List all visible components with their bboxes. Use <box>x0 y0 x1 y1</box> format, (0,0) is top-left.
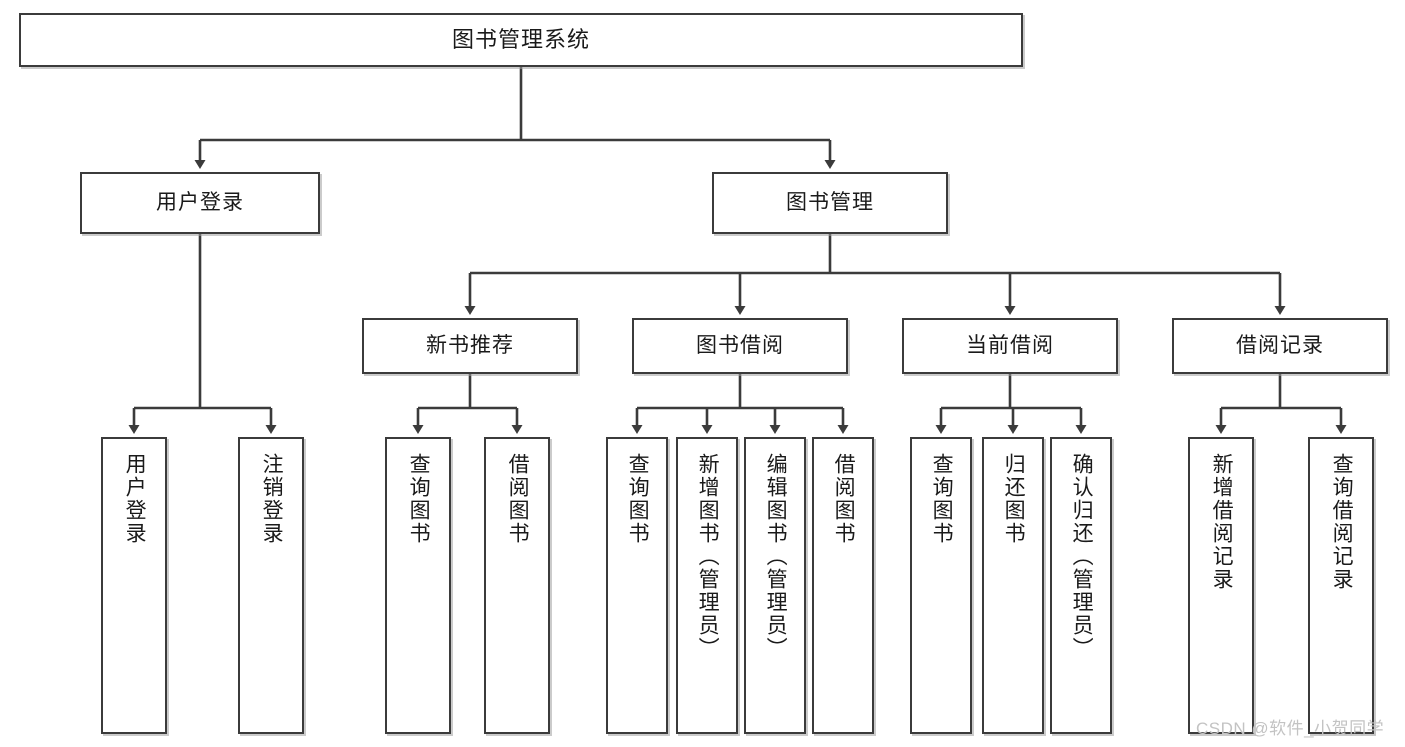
leaf-add-borrowing-record[interactable]: 新增借阅记录 <box>1188 437 1254 734</box>
leaf-query-book-recommend[interactable]: 查询图书 <box>385 437 451 734</box>
leaf-confirm-return-admin[interactable]: 确认归还（管理员） <box>1050 437 1112 734</box>
leaf-add-book-admin-label: 新增图书（管理员） <box>696 453 720 660</box>
node-book-borrowing-label: 图书借阅 <box>696 334 784 358</box>
leaf-borrow-book-borrowing-label: 借阅图书 <box>832 453 856 545</box>
leaf-query-book-borrowing[interactable]: 查询图书 <box>606 437 668 734</box>
node-new-book-recommendation[interactable]: 新书推荐 <box>362 318 578 374</box>
leaf-logout[interactable]: 注销登录 <box>238 437 304 734</box>
leaf-query-borrowing-record-label: 查询借阅记录 <box>1330 453 1354 591</box>
node-book-borrowing[interactable]: 图书借阅 <box>632 318 848 374</box>
leaf-logout-label: 注销登录 <box>260 453 284 545</box>
leaf-query-book-borrowing-label: 查询图书 <box>626 453 650 545</box>
leaf-borrow-book-borrowing[interactable]: 借阅图书 <box>812 437 874 734</box>
node-current-borrowing[interactable]: 当前借阅 <box>902 318 1118 374</box>
csdn-watermark: CSDN @软件_小贺同学 <box>1196 719 1385 738</box>
node-current-borrowing-label: 当前借阅 <box>966 334 1054 358</box>
leaf-user-login[interactable]: 用户登录 <box>101 437 167 734</box>
leaf-query-book-current-label: 查询图书 <box>930 453 954 545</box>
leaf-user-login-label: 用户登录 <box>123 453 147 545</box>
leaf-return-book[interactable]: 归还图书 <box>982 437 1044 734</box>
node-new-book-recommendation-label: 新书推荐 <box>426 334 514 358</box>
leaf-borrow-book-recommend[interactable]: 借阅图书 <box>484 437 550 734</box>
leaf-query-book-recommend-label: 查询图书 <box>407 453 431 545</box>
node-borrowing-records-label: 借阅记录 <box>1236 334 1324 358</box>
leaf-confirm-return-admin-label: 确认归还（管理员） <box>1070 453 1094 660</box>
leaf-add-book-admin[interactable]: 新增图书（管理员） <box>676 437 738 734</box>
node-root[interactable]: 图书管理系统 <box>19 13 1023 67</box>
node-root-label: 图书管理系统 <box>451 26 590 52</box>
node-user-login-label: 用户登录 <box>156 191 244 215</box>
leaf-add-borrowing-record-label: 新增借阅记录 <box>1210 453 1234 591</box>
node-user-login[interactable]: 用户登录 <box>80 172 320 234</box>
leaf-query-book-current[interactable]: 查询图书 <box>910 437 972 734</box>
leaf-borrow-book-recommend-label: 借阅图书 <box>506 453 530 545</box>
leaf-edit-book-admin-label: 编辑图书（管理员） <box>764 453 788 660</box>
node-book-management[interactable]: 图书管理 <box>712 172 948 234</box>
leaf-edit-book-admin[interactable]: 编辑图书（管理员） <box>744 437 806 734</box>
node-borrowing-records[interactable]: 借阅记录 <box>1172 318 1388 374</box>
node-book-management-label: 图书管理 <box>786 191 874 215</box>
leaf-query-borrowing-record[interactable]: 查询借阅记录 <box>1308 437 1374 734</box>
leaf-return-book-label: 归还图书 <box>1002 453 1026 545</box>
